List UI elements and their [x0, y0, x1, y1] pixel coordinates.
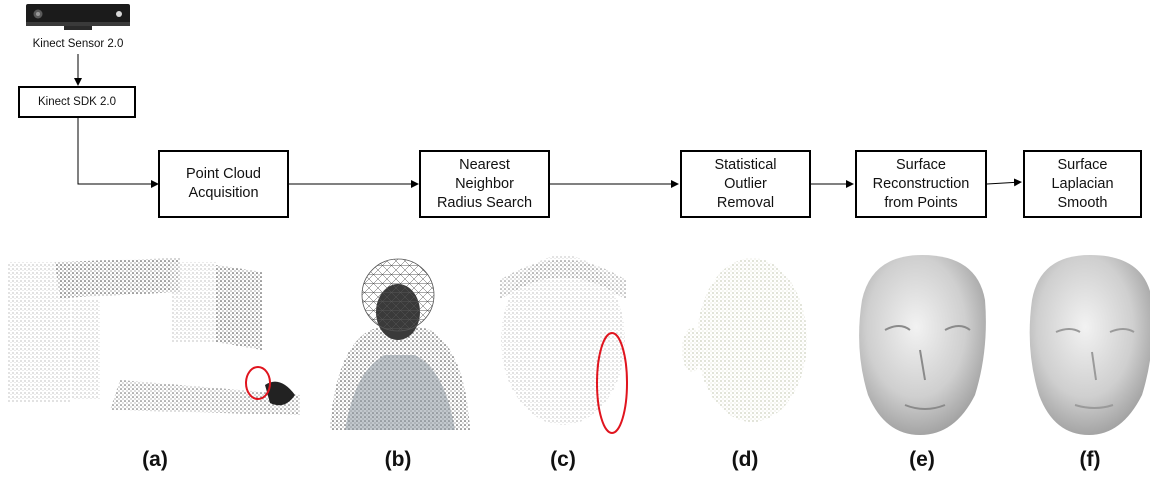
step-nearest-neighbor-search: Nearest Neighbor Radius Search [419, 150, 550, 218]
panel-label-e: (e) [909, 448, 935, 471]
panel-label-d: (d) [731, 448, 759, 471]
panel-e-image [859, 255, 986, 435]
step-label: Point Cloud Acquisition [186, 166, 261, 201]
kinect-sensor-label: Kinect Sensor 2.0 [32, 38, 124, 50]
step-label: Surface Laplacian Smooth [1051, 156, 1114, 211]
panel-label-f: (f) [1079, 448, 1101, 471]
panel-label-c: (c) [550, 448, 576, 471]
kinect-sdk-label: Kinect SDK 2.0 [38, 96, 116, 108]
panel-f-image [1029, 255, 1150, 435]
highlight-ellipse-c [596, 332, 628, 434]
panel-a-image [8, 258, 300, 415]
arrow-4 [986, 178, 1022, 187]
panel-c-image [500, 255, 628, 434]
kinect-sdk-box: Kinect SDK 2.0 [18, 86, 136, 118]
panel-d-image [682, 258, 807, 422]
kinect-sensor-icon [26, 4, 130, 30]
step-laplacian-smooth: Surface Laplacian Smooth [1023, 150, 1142, 218]
highlight-circle-a [245, 366, 271, 400]
step-label: Nearest Neighbor Radius Search [436, 156, 533, 211]
panel-label-b: (b) [384, 448, 412, 471]
step-surface-reconstruction: Surface Reconstruction from Points [855, 150, 987, 218]
panel-b-image [330, 258, 470, 430]
panel-label-a: (a) [142, 448, 168, 471]
sdk-to-acquisition-arrow [77, 118, 159, 188]
step-point-cloud-acquisition: Point Cloud Acquisition [158, 150, 289, 218]
step-label: Surface Reconstruction from Points [872, 156, 970, 211]
step-label: Statistical Outlier Removal [714, 156, 777, 211]
step-statistical-outlier-removal: Statistical Outlier Removal [680, 150, 811, 218]
